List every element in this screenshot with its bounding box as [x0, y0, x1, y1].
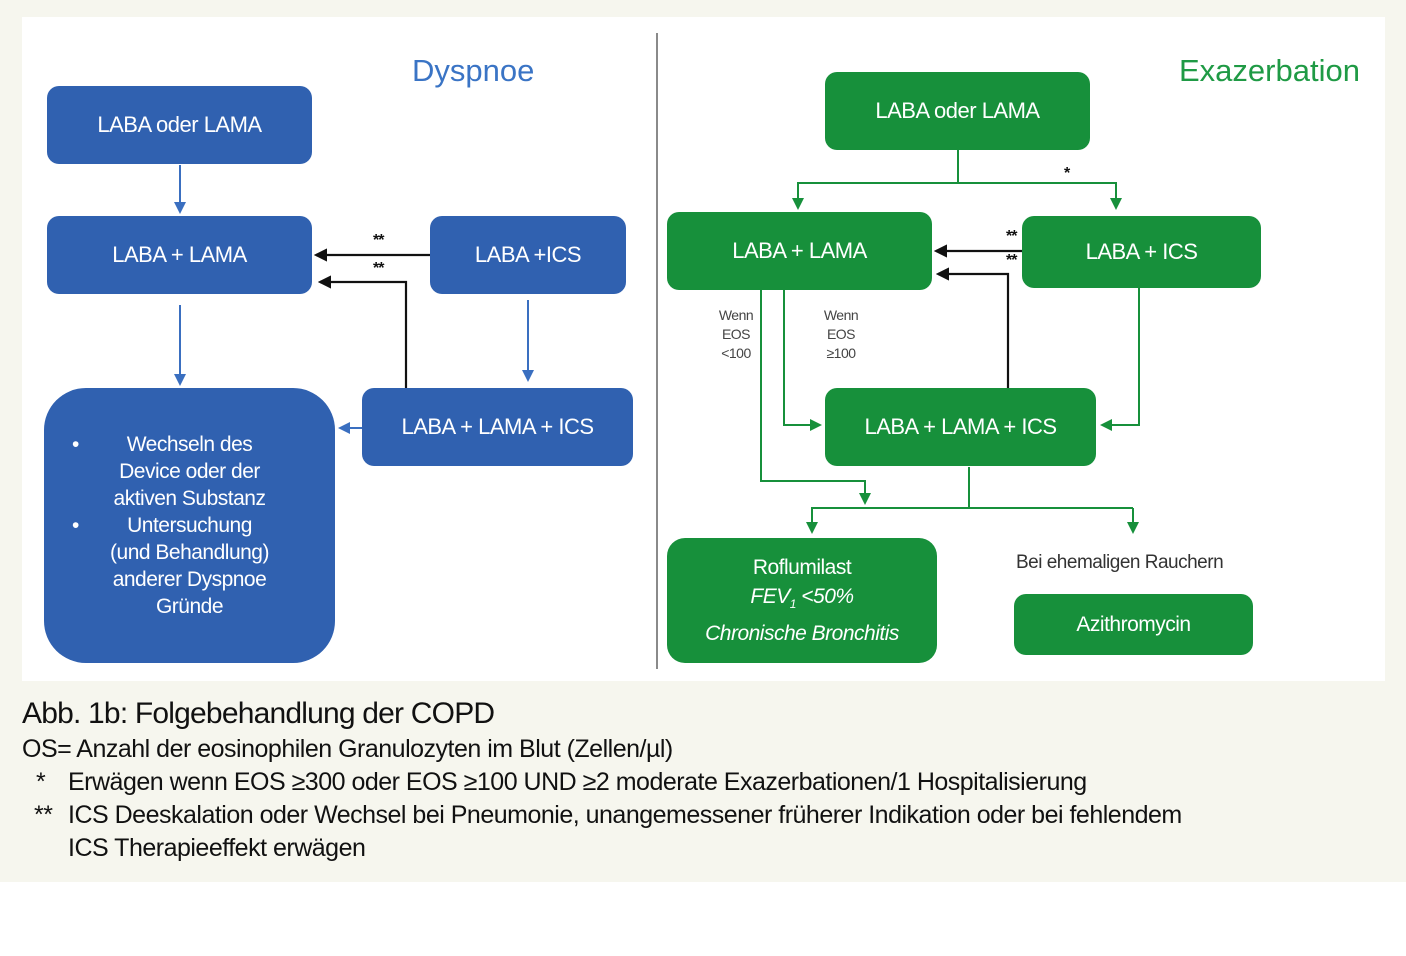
ex-box-laba-lama: LABA + LAMA	[667, 212, 932, 290]
caption-definition: OS= Anzahl der eosinophilen Granulozyten…	[22, 735, 673, 763]
dy-box-laba-lama-ics: LABA + LAMA + ICS	[362, 388, 633, 466]
footnote-text-2-continuation: ICS Therapieeffekt erwägen	[68, 834, 366, 862]
ex-mark-upper: **	[1006, 228, 1017, 245]
dy-mark-lower: **	[373, 260, 384, 277]
condition-eos-high: Wenn EOS ≥100	[823, 307, 859, 361]
dy-box-other-measures: • Wechseln des Device oder der aktiven S…	[44, 388, 335, 663]
other-measures-item-2: • Untersuchung (und Behandlung) anderer …	[72, 514, 269, 618]
ex-box-azithromycin: Azithromycin	[1014, 594, 1253, 655]
ex-box-laba-ics: LABA + ICS	[1022, 216, 1261, 288]
ex-box-roflumilast: Roflumilast FEV1 <50% Chronische Bronchi…	[667, 538, 937, 663]
footnote-mark-2: **	[34, 801, 53, 829]
ex-mark-lower: **	[1006, 252, 1017, 269]
bullet-icon: •	[72, 433, 79, 456]
panel-divider	[656, 33, 658, 669]
bullet-icon: •	[72, 514, 79, 537]
footnote-text-2: ICS Deeskalation oder Wechsel bei Pneumo…	[68, 801, 1182, 829]
smokers-label: Bei ehemaligen Rauchern	[1016, 552, 1224, 573]
dyspnoe-title: Dyspnoe	[412, 53, 535, 88]
dy-box-laba-lama: LABA + LAMA	[47, 216, 312, 294]
exazerbation-title: Exazerbation	[1179, 53, 1360, 88]
ex-branch-mark: *	[1064, 165, 1070, 182]
dy-box-laba-ics: LABA +ICS	[430, 216, 626, 294]
footnote-mark-1: *	[36, 768, 46, 796]
ex-box-laba-oder-lama: LABA oder LAMA	[825, 72, 1090, 150]
footnote-text-1: Erwägen wenn EOS ≥300 oder EOS ≥100 UND …	[68, 768, 1087, 796]
dy-mark-upper: **	[373, 232, 384, 249]
ex-box-laba-lama-ics: LABA + LAMA + ICS	[825, 388, 1096, 466]
dy-box-laba-oder-lama: LABA oder LAMA	[47, 86, 312, 164]
caption-title: Abb. 1b: Folgebehandlung der COPD	[22, 697, 495, 730]
other-measures-item-1: • Wechseln des Device oder der aktiven S…	[72, 433, 266, 510]
condition-eos-low: Wenn EOS <100	[718, 307, 754, 361]
